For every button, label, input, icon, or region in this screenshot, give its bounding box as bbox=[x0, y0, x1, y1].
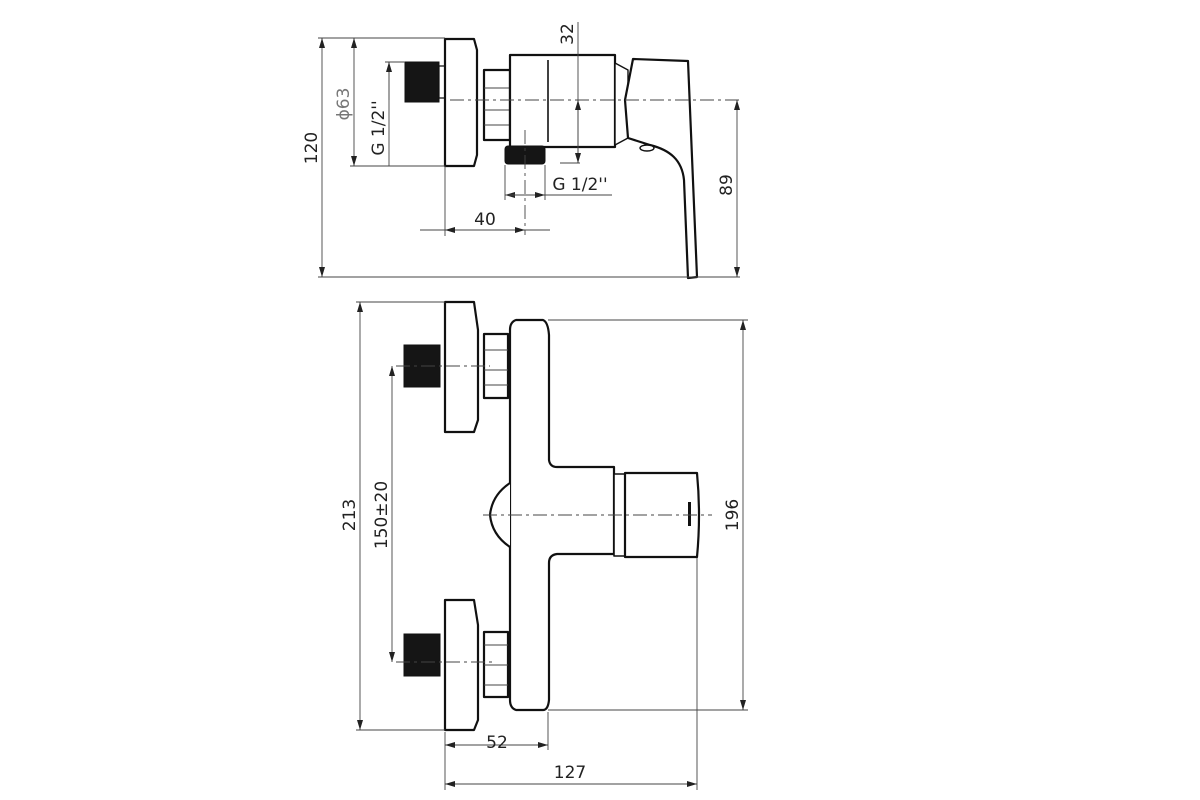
side-lever-handle bbox=[623, 57, 699, 280]
front-handle-indicator bbox=[688, 502, 691, 526]
side-handle-screw bbox=[639, 144, 655, 152]
dim-body-depth-52: 52 bbox=[486, 733, 508, 753]
dim-body-offset-32: 32 bbox=[558, 23, 578, 45]
dim-inlet-spacing: 150±20 bbox=[372, 481, 392, 549]
front-view: 213 150±20 196 52 127 bbox=[340, 300, 748, 790]
side-view: 120 ϕ63 G 1/2'' 32 G 1/2'' 40 89 bbox=[302, 22, 740, 280]
side-body bbox=[508, 53, 629, 149]
dim-inlet-thread: G 1/2'' bbox=[369, 100, 389, 155]
dim-total-depth-127: 127 bbox=[554, 763, 586, 783]
side-inlet-thread bbox=[404, 61, 446, 103]
dim-knob-diameter: ϕ63 bbox=[334, 88, 354, 121]
dim-handle-height-89: 89 bbox=[717, 174, 737, 196]
dim-outlet-thread: G 1/2'' bbox=[552, 175, 607, 195]
dim-body-height-196: 196 bbox=[723, 499, 743, 531]
front-top-inlet bbox=[403, 300, 510, 434]
side-nut bbox=[482, 68, 512, 142]
dim-outlet-distance-40: 40 bbox=[474, 210, 496, 230]
front-bottom-inlet bbox=[403, 598, 510, 732]
dim-side-height-120: 120 bbox=[302, 132, 322, 164]
side-wall-flange bbox=[443, 37, 479, 168]
dim-front-height-213: 213 bbox=[340, 499, 360, 531]
